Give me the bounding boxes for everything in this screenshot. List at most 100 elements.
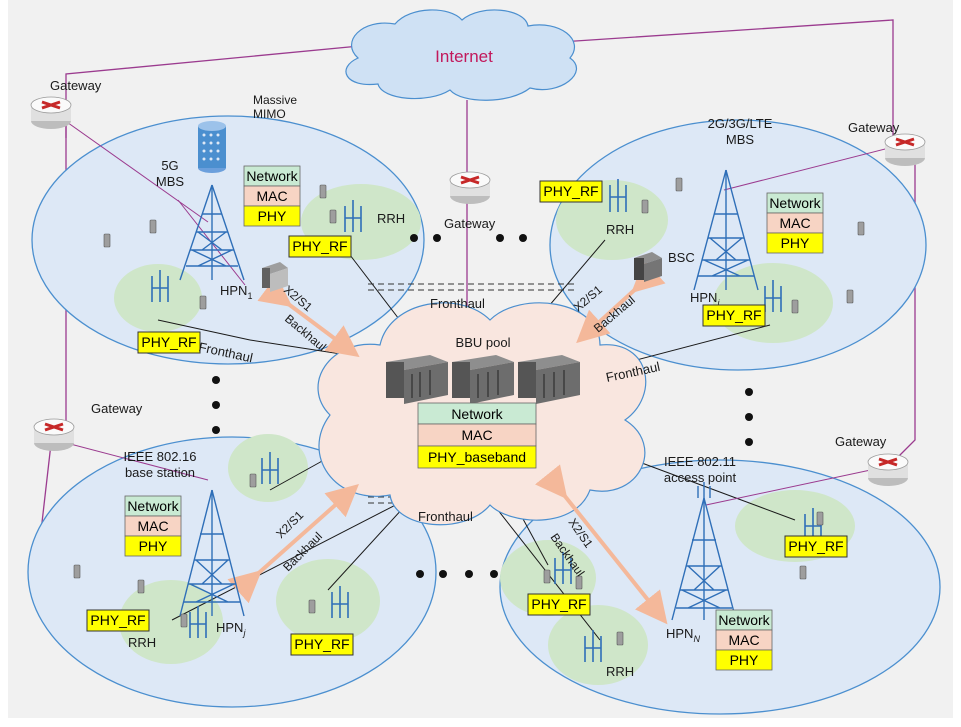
svg-text:PHY_RF: PHY_RF [788,538,843,554]
phone-icon [137,579,145,594]
svg-text:PHY_RF: PHY_RF [292,238,347,254]
rrh-antennas [151,179,822,662]
rrh-antenna-icon [554,552,572,584]
rrh-label-bottom-left: RRH [128,635,156,650]
mbs-5g-line1: 5G [161,158,178,173]
server-icon [452,355,514,404]
rrh-antenna-icon [151,270,169,302]
gateway-label-left: Gateway [91,401,143,416]
bbu-mac-label: MAC [461,427,492,443]
server-icon [518,355,580,404]
hpn-j-label: HPNj [216,620,246,638]
rrh-label-top-left: RRH [377,211,405,226]
phy-label: PHY [781,235,810,251]
mac-label: MAC [137,518,168,534]
network-label: Network [127,498,179,514]
gateway-label-top-left: Gateway [50,78,102,93]
tower-icon [179,184,245,281]
phone-icon [641,199,649,214]
phone-icon [846,289,854,304]
bbu-pool-label: BBU pool [456,335,511,350]
hpn-n-label: HPNN [666,626,700,644]
phy-rf-box: PHY_RF [86,609,150,632]
bsc-label: BSC [668,250,695,265]
phone-icon [149,219,157,234]
gateway-router-icon [884,133,926,166]
phone-icon [575,575,583,590]
phy-rf-box: PHY_RF [784,535,848,558]
gateway-label-center: Gateway [444,216,496,231]
phone-icon [616,631,624,646]
bottom-left-protocol-stack: Network MAC PHY [124,495,182,557]
bbu-phy-baseband-label: PHY_baseband [428,449,526,465]
phone-icon [308,599,316,614]
fronthaul-label-top: Fronthaul [430,296,485,311]
rrh-antenna-icon [331,586,349,618]
massive-mimo-label-2: MIMO [253,107,286,121]
tower-icon [671,482,737,621]
phone-icon [73,564,81,579]
mac-label: MAC [779,215,810,231]
mbs-5g-line2: MBS [156,174,185,189]
rrh-label-bottom-right: RRH [606,664,634,679]
phy-rf-box: PHY_RF [290,633,354,656]
phy-rf-box: PHY_RF [288,235,352,258]
gateway-router-icon [33,418,75,451]
phone-icon [816,511,824,526]
phy-label: PHY [139,538,168,554]
rrh-label-top-right: RRH [606,222,634,237]
mbs-legacy-line1: 2G/3G/LTE [708,116,773,131]
gateway-label-right: Gateway [835,434,887,449]
internet-label: Internet [435,47,493,66]
massive-mimo-label-1: Massive [253,93,297,107]
rrh-zone [548,605,648,685]
svg-text:PHY_RF: PHY_RF [90,612,145,628]
rrh-antenna-icon [344,200,362,232]
phone-icon [675,177,683,192]
svg-text:PHY_RF: PHY_RF [706,307,761,323]
svg-text:PHY_RF: PHY_RF [294,636,349,652]
rrh-antenna-icon [609,179,627,212]
gateway-router-icon [867,453,909,486]
network-label: Network [718,612,770,628]
phy-rf-box: PHY_RF [137,331,201,354]
hpn-i-label: HPNi [690,290,720,308]
phone-icon [103,233,111,248]
top-left-protocol-stack: Network MAC PHY [243,165,301,227]
tower-icon [693,169,759,291]
mac-label: MAC [728,632,759,648]
phone-icon [799,565,807,580]
ieee-80216-line1: IEEE 802.16 [124,449,197,464]
backhaul-arrows [227,259,668,625]
rrh-antenna-icon [584,630,602,662]
network-label: Network [769,195,821,211]
phy-label: PHY [730,652,759,668]
top-right-protocol-stack: Network MAC PHY [766,192,824,254]
phone-icon [329,209,337,224]
phy-rf-box: PHY_RF [539,180,603,203]
rrh-antenna-icon [764,280,782,312]
fronthaul-label-bottom: Fronthaul [418,509,473,524]
ieee-80216-line2: base station [125,465,195,480]
gateway-label-top-right: Gateway [848,120,900,135]
bbu-network-label: Network [451,406,503,422]
phy-label: PHY [258,208,287,224]
phone-icon [857,221,865,236]
rrh-zone [228,434,308,502]
bsc-icon [634,252,662,282]
bbu-servers [386,355,580,404]
ieee-80211-line2: access point [664,470,737,485]
gateway-router-icon [30,96,72,129]
phone-icon [791,299,799,314]
server-icon [386,355,448,404]
svg-text:PHY_RF: PHY_RF [543,183,598,199]
tower-icon [179,489,245,617]
svg-text:PHY_RF: PHY_RF [141,334,196,350]
hpn-1-label: HPN1 [220,283,252,301]
macro-towers [179,169,759,621]
phone-icon [180,613,188,628]
continuation-dots [212,234,753,578]
gateways [30,96,926,486]
phone-icon [543,569,551,584]
